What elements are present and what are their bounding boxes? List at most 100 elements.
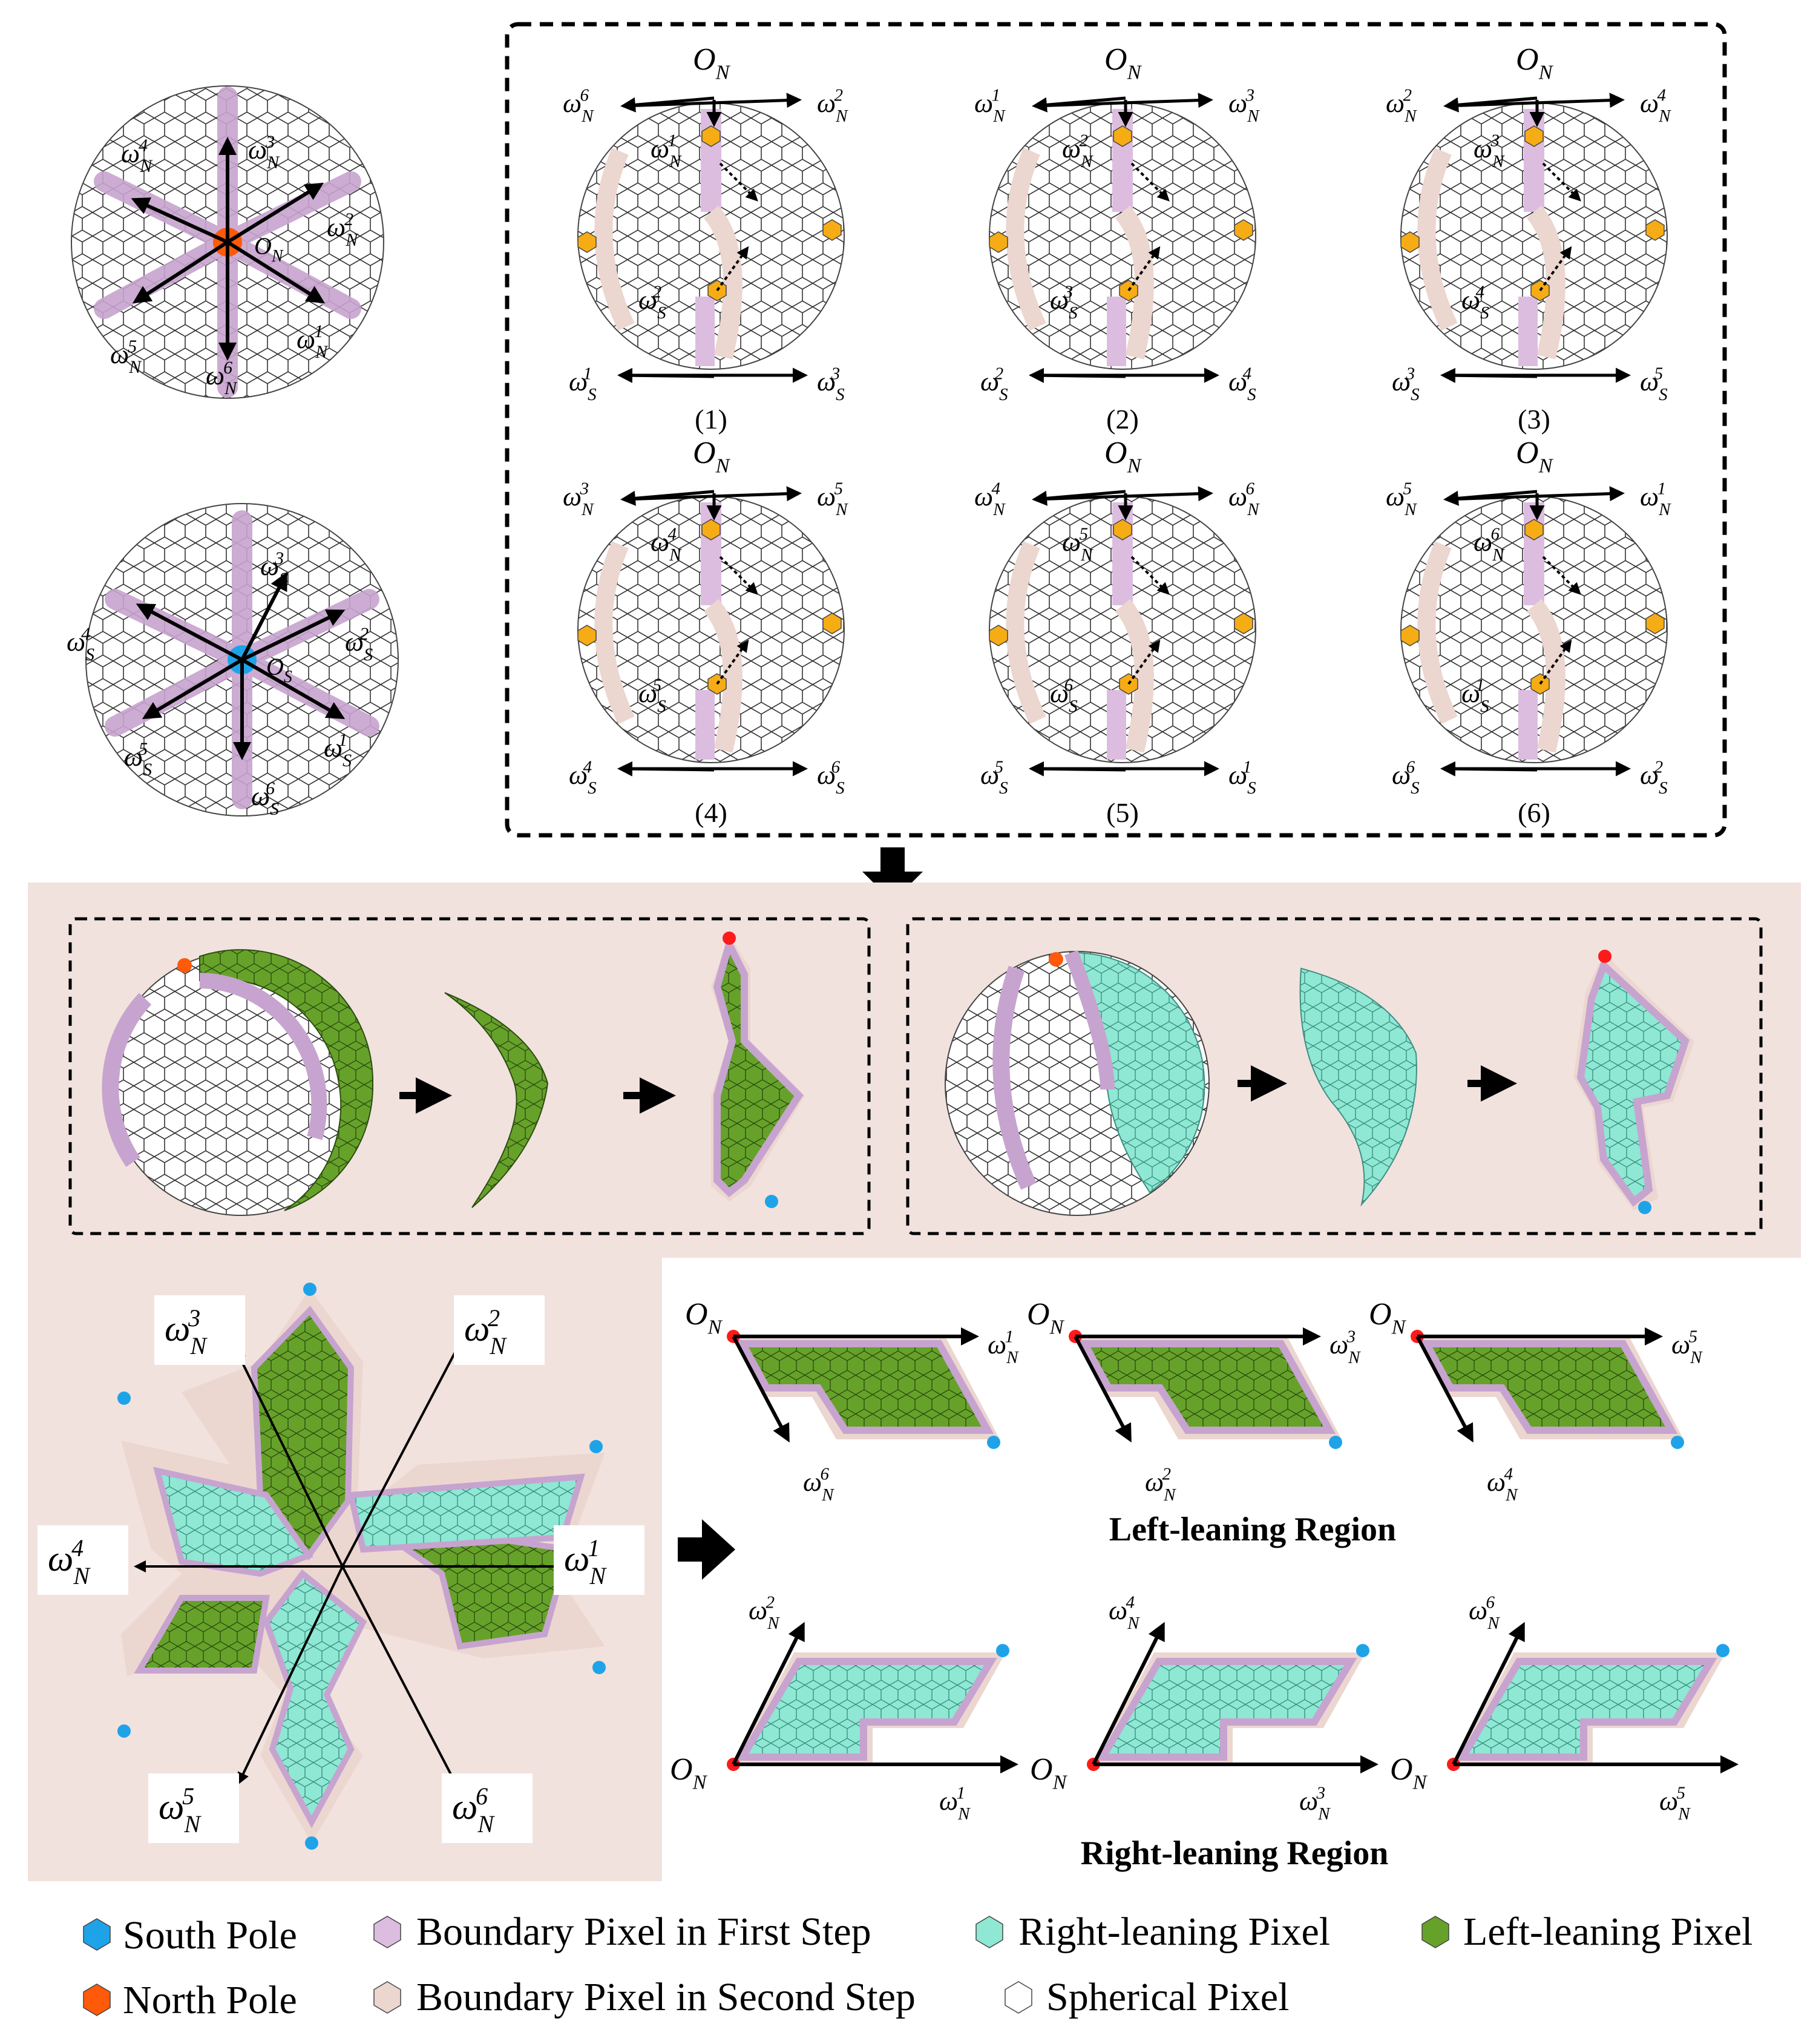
left-leaning-extraction-box	[68, 917, 871, 1235]
right-leaning-sphere	[945, 950, 1210, 1216]
right-leaning-cap	[1299, 967, 1417, 1207]
legend-item-boundary-second: Boundary Pixel in Second Step	[373, 1975, 916, 2019]
omega-s-left: ωS1	[569, 364, 597, 404]
omega-n-right: ωN1	[1640, 479, 1671, 519]
right-leaning-hexagon-icon	[975, 1916, 1003, 1948]
omega-n-right: ωN4	[1640, 86, 1671, 126]
svg-text:South Pole: South Pole	[123, 1913, 297, 1957]
omega-n-right: ωN2	[817, 86, 848, 126]
o-n-label: ON	[1390, 1752, 1428, 1794]
boundary-first-hexagon-icon	[373, 1916, 401, 1948]
svg-text:Left-leaning Pixel: Left-leaning Pixel	[1463, 1910, 1752, 1954]
svg-text:Boundary Pixel in First Step: Boundary Pixel in First Step	[416, 1910, 871, 1954]
down-arrow	[862, 847, 923, 902]
legend: South Pole Boundary Pixel in First Step …	[83, 1910, 1752, 2022]
right-arrow	[678, 1519, 735, 1580]
omega-s-right: ωS2	[1640, 758, 1668, 798]
omega-n-left: ωN2	[1386, 86, 1417, 126]
o-n-label: ON	[1104, 436, 1143, 478]
panel-number: (3)	[1518, 404, 1550, 435]
left-leaning-hexagon-icon	[1421, 1916, 1449, 1948]
regions: ONωN1ωN6ONωN3ωN2ONωN5ωN4ONωN1ωN2ONωN3ωN4…	[670, 1297, 1739, 1824]
panel-number: (1)	[695, 404, 727, 435]
omega-axis-y: ωN6	[1469, 1593, 1500, 1633]
omega-n-right: ωN3	[1228, 86, 1260, 126]
omega-axis-y: ωN6	[803, 1465, 834, 1505]
o-n-label: ON	[1369, 1297, 1407, 1339]
left-leaning-cap	[444, 992, 549, 1208]
o-n-label: ON	[1027, 1297, 1065, 1339]
o-n-label: ON	[693, 42, 731, 84]
omega-axis-x: ωN1	[939, 1784, 971, 1824]
legend-item-boundary-first: Boundary Pixel in First Step	[373, 1910, 871, 1954]
omega-axis-y: ωN4	[1487, 1465, 1518, 1505]
legend-item-north-pole: North Pole	[83, 1978, 297, 2022]
omega-axis-y: ωN2	[749, 1593, 780, 1633]
south-pole-hexagon-icon	[83, 1918, 111, 1951]
omega-s-left: ωS4	[569, 758, 597, 798]
o-n-label: ON	[1030, 1752, 1068, 1794]
omega-n-left: ωN4	[974, 479, 1006, 519]
o-n-label: ON	[670, 1752, 708, 1794]
omega-s-left: ωS2	[980, 364, 1008, 404]
omega-s-right: ωS4	[1228, 364, 1256, 404]
omega-s-right: ωS1	[1228, 758, 1256, 798]
omega-axis-x: ωN1	[988, 1327, 1019, 1367]
legend-item-right-leaning: Right-leaning Pixel	[975, 1910, 1330, 1954]
spherical-hexagon-icon	[1005, 1981, 1032, 2014]
omega-n-right: ωN6	[1228, 479, 1260, 519]
unfolded-star: ωN3 ωN2 ωN4 ωN1 ωN5 ωN6	[38, 1283, 644, 1850]
six-views-box	[505, 22, 1727, 838]
svg-text:ωS1: ωS1	[324, 730, 352, 771]
left-leaning-caption: Left-leaning Region	[1109, 1511, 1396, 1548]
omega-s-left: ωS6	[1392, 758, 1420, 798]
omega-s-right: ωS3	[817, 364, 845, 404]
omega-s-left: ωS5	[980, 758, 1008, 798]
svg-text:Boundary Pixel in Second Step: Boundary Pixel in Second Step	[416, 1975, 916, 2019]
panel-number: (5)	[1106, 797, 1139, 828]
omega-s-left: ωS3	[1392, 364, 1420, 404]
panel-number: (6)	[1518, 797, 1550, 828]
o-n-label: ON	[1516, 42, 1554, 84]
legend-item-spherical: Spherical Pixel	[1005, 1975, 1289, 2019]
legend-item-south-pole: South Pole	[83, 1913, 297, 1957]
left-leaning-sphere	[102, 949, 374, 1216]
panel-number: (4)	[695, 797, 727, 828]
right-leaning-region-2: ON ωN3 ωN4	[1030, 1593, 1379, 1824]
omega-axis-y: ωN4	[1109, 1593, 1140, 1633]
left-leaning-flat	[711, 932, 805, 1208]
omega-n-right: ωN5	[817, 479, 848, 519]
omega-n-left: ωN5	[1386, 479, 1417, 519]
omega-n-left: ωN1	[974, 86, 1006, 126]
omega-n-left: ωN3	[563, 479, 594, 519]
right-leaning-caption: Right-leaning Region	[1081, 1835, 1389, 1872]
omega-axis-x: ωN3	[1299, 1784, 1331, 1824]
north-pole-hexagon-icon	[83, 1983, 111, 2016]
svg-text:North Pole: North Pole	[123, 1978, 297, 2022]
panel-number: (2)	[1106, 404, 1139, 435]
omega-s-right: ωS5	[1640, 364, 1668, 404]
o-n-label: ON	[693, 436, 731, 478]
right-leaning-region-1: ON ωN1 ωN2	[670, 1593, 1018, 1824]
omega-axis-x: ωN5	[1671, 1327, 1703, 1367]
left-leaning-region-3: ON ωN5 ωN4	[1369, 1297, 1703, 1505]
omega-n-left: ωN6	[563, 86, 594, 126]
o-n-label: ON	[1516, 436, 1554, 478]
svg-text:Right-leaning Pixel: Right-leaning Pixel	[1018, 1910, 1330, 1954]
right-leaning-flat	[1573, 950, 1694, 1214]
boundary-second-hexagon-icon	[373, 1981, 401, 2014]
south-pole-sphere: ωS3 ωS4 ωS2 OS ωS5 ωS1 ωS6	[67, 503, 399, 819]
north-pole-sphere: ωN4 ωN3 ωN2 ON ωN5 ωN6 ωN1	[71, 85, 384, 399]
o-n-label: ON	[1104, 42, 1143, 84]
